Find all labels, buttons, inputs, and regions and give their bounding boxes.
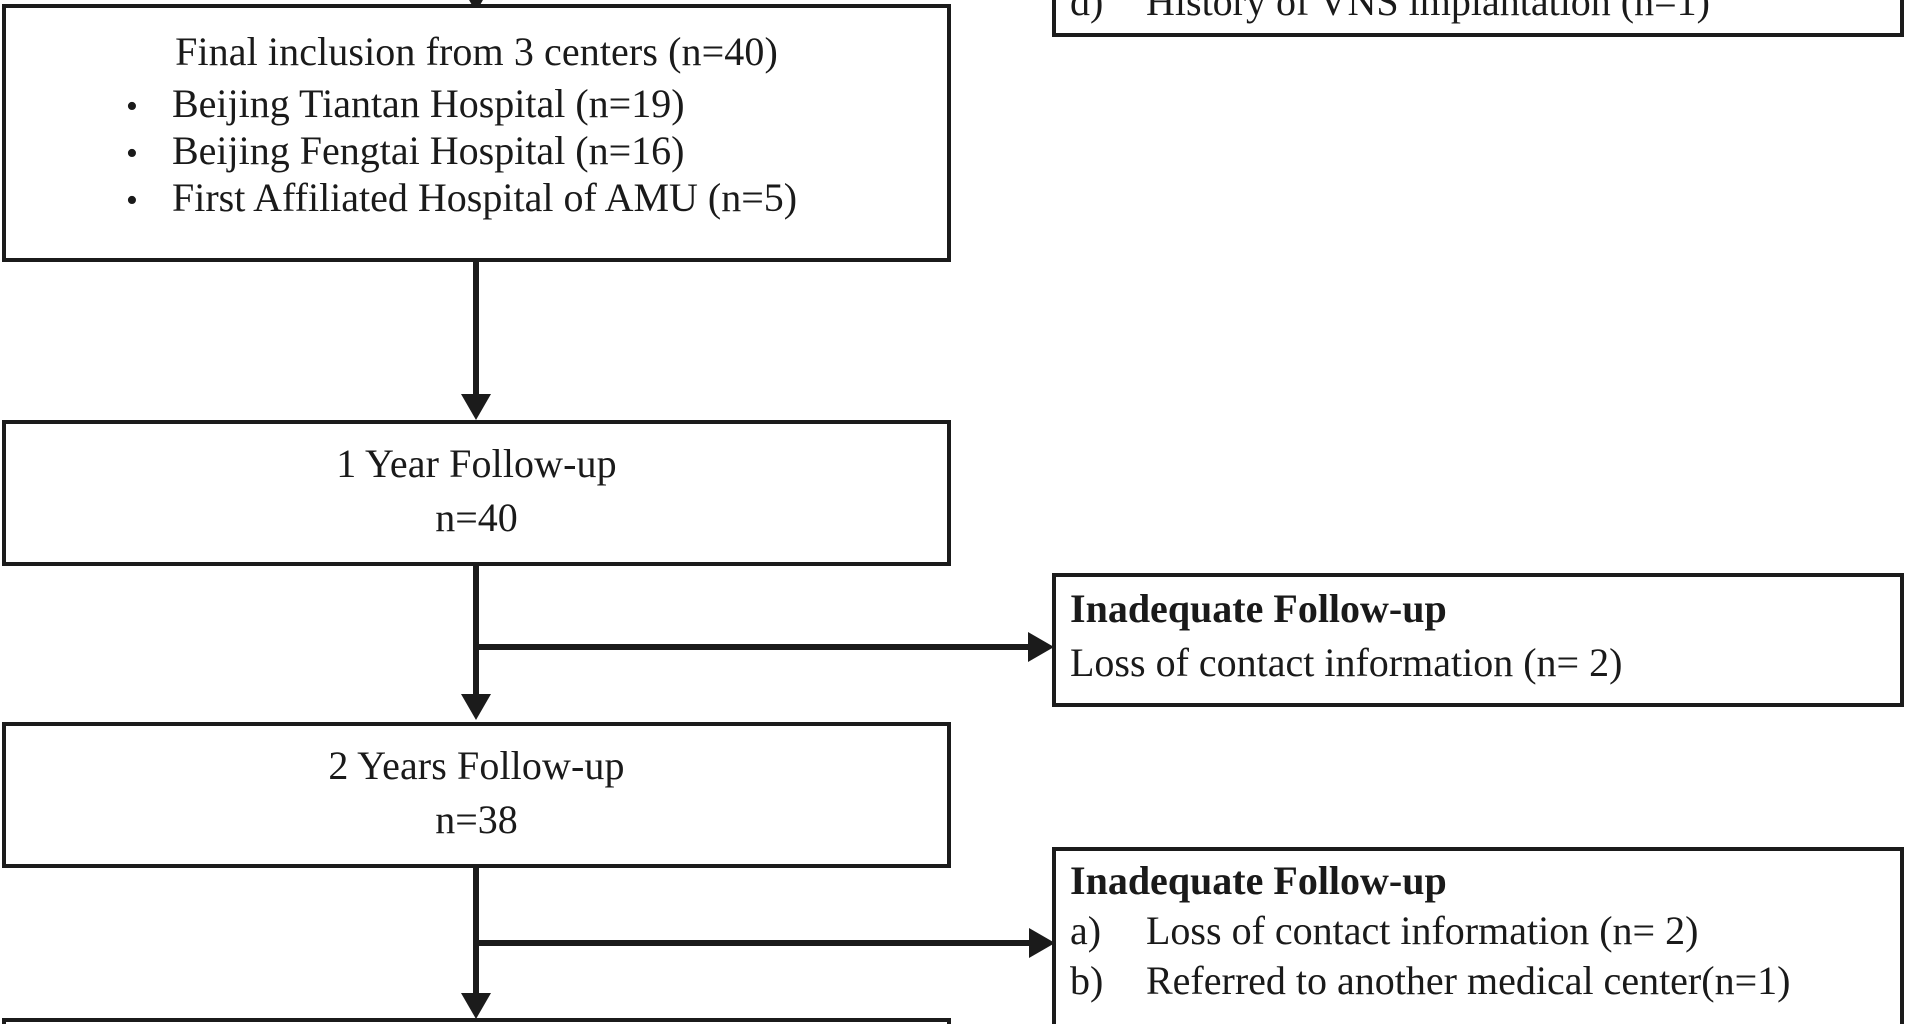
connector-1y-to-2y: [473, 566, 479, 696]
followup-2years-title: 2 Years Follow-up: [328, 743, 625, 788]
list-item-label: Referred to another medical center(n=1): [1146, 958, 1791, 1003]
list-item-marker: d): [1070, 0, 1104, 24]
arrowhead-to-inadequate-1y: [1028, 632, 1054, 662]
connector-1y-to-inadequate: [476, 644, 1030, 650]
final-inclusion-title: Final inclusion from 3 centers (n=40): [175, 29, 778, 74]
followup-1year-count: n=40: [435, 495, 518, 540]
box-next-stage-partial: [2, 1018, 951, 1024]
box-inadequate-followup-1year: Inadequate Follow-up Loss of contact inf…: [1052, 573, 1904, 707]
arrowhead-to-inadequate-2y: [1029, 928, 1055, 958]
box-followup-2years: 2 Years Follow-up n=38: [2, 722, 951, 868]
list-item-marker: b): [1070, 958, 1104, 1003]
box-final-inclusion: Final inclusion from 3 centers (n=40) • …: [2, 4, 951, 262]
box-followup-1year: 1 Year Follow-up n=40: [2, 420, 951, 566]
list-item: d) History of VNS implantation (n=1): [1070, 0, 1898, 24]
bullet-icon: •: [126, 182, 138, 220]
followup-2years-count: n=38: [435, 797, 518, 842]
list-item: a) Loss of contact information (n= 2): [1070, 909, 1898, 953]
list-item: b) Referred to another medical center(n=…: [1070, 959, 1898, 1003]
list-item-label: First Affiliated Hospital of AMU (n=5): [172, 175, 798, 221]
followup-1year-title: 1 Year Follow-up: [336, 441, 617, 486]
final-inclusion-bullet-list: • Beijing Tiantan Hospital (n=19) • Beij…: [6, 80, 947, 222]
inadequate-1y-heading: Inadequate Follow-up: [1070, 586, 1447, 631]
connector-2y-to-next: [473, 868, 479, 996]
list-item: • First Affiliated Hospital of AMU (n=5): [6, 174, 947, 221]
inadequate-2y-heading: Inadequate Follow-up: [1070, 858, 1447, 903]
box-inadequate-followup-2years: Inadequate Follow-up a) Loss of contact …: [1052, 847, 1904, 1024]
list-item-label: Beijing Fengtai Hospital (n=16): [172, 128, 685, 174]
list-item: • Beijing Fengtai Hospital (n=16): [6, 127, 947, 174]
arrowhead-to-next-stage: [461, 993, 491, 1019]
arrowhead-to-1y-followup: [461, 394, 491, 420]
connector-final-inclusion-to-1y: [473, 262, 479, 396]
list-item-label: Loss of contact information (n= 2): [1146, 908, 1699, 953]
bullet-icon: •: [126, 88, 138, 125]
list-item: • Beijing Tiantan Hospital (n=19): [6, 80, 947, 127]
arrowhead-to-2y-followup: [461, 694, 491, 720]
list-item-marker: a): [1070, 908, 1102, 953]
list-item-label: History of VNS implantation (n=1): [1146, 0, 1711, 24]
box-exclusions-top: d) History of VNS implantation (n=1): [1052, 0, 1904, 37]
list-item-label: Beijing Tiantan Hospital (n=19): [172, 81, 685, 126]
connector-2y-to-inadequate: [476, 940, 1031, 946]
inadequate-1y-reason: Loss of contact information (n= 2): [1070, 640, 1623, 685]
bullet-icon: •: [126, 135, 138, 173]
